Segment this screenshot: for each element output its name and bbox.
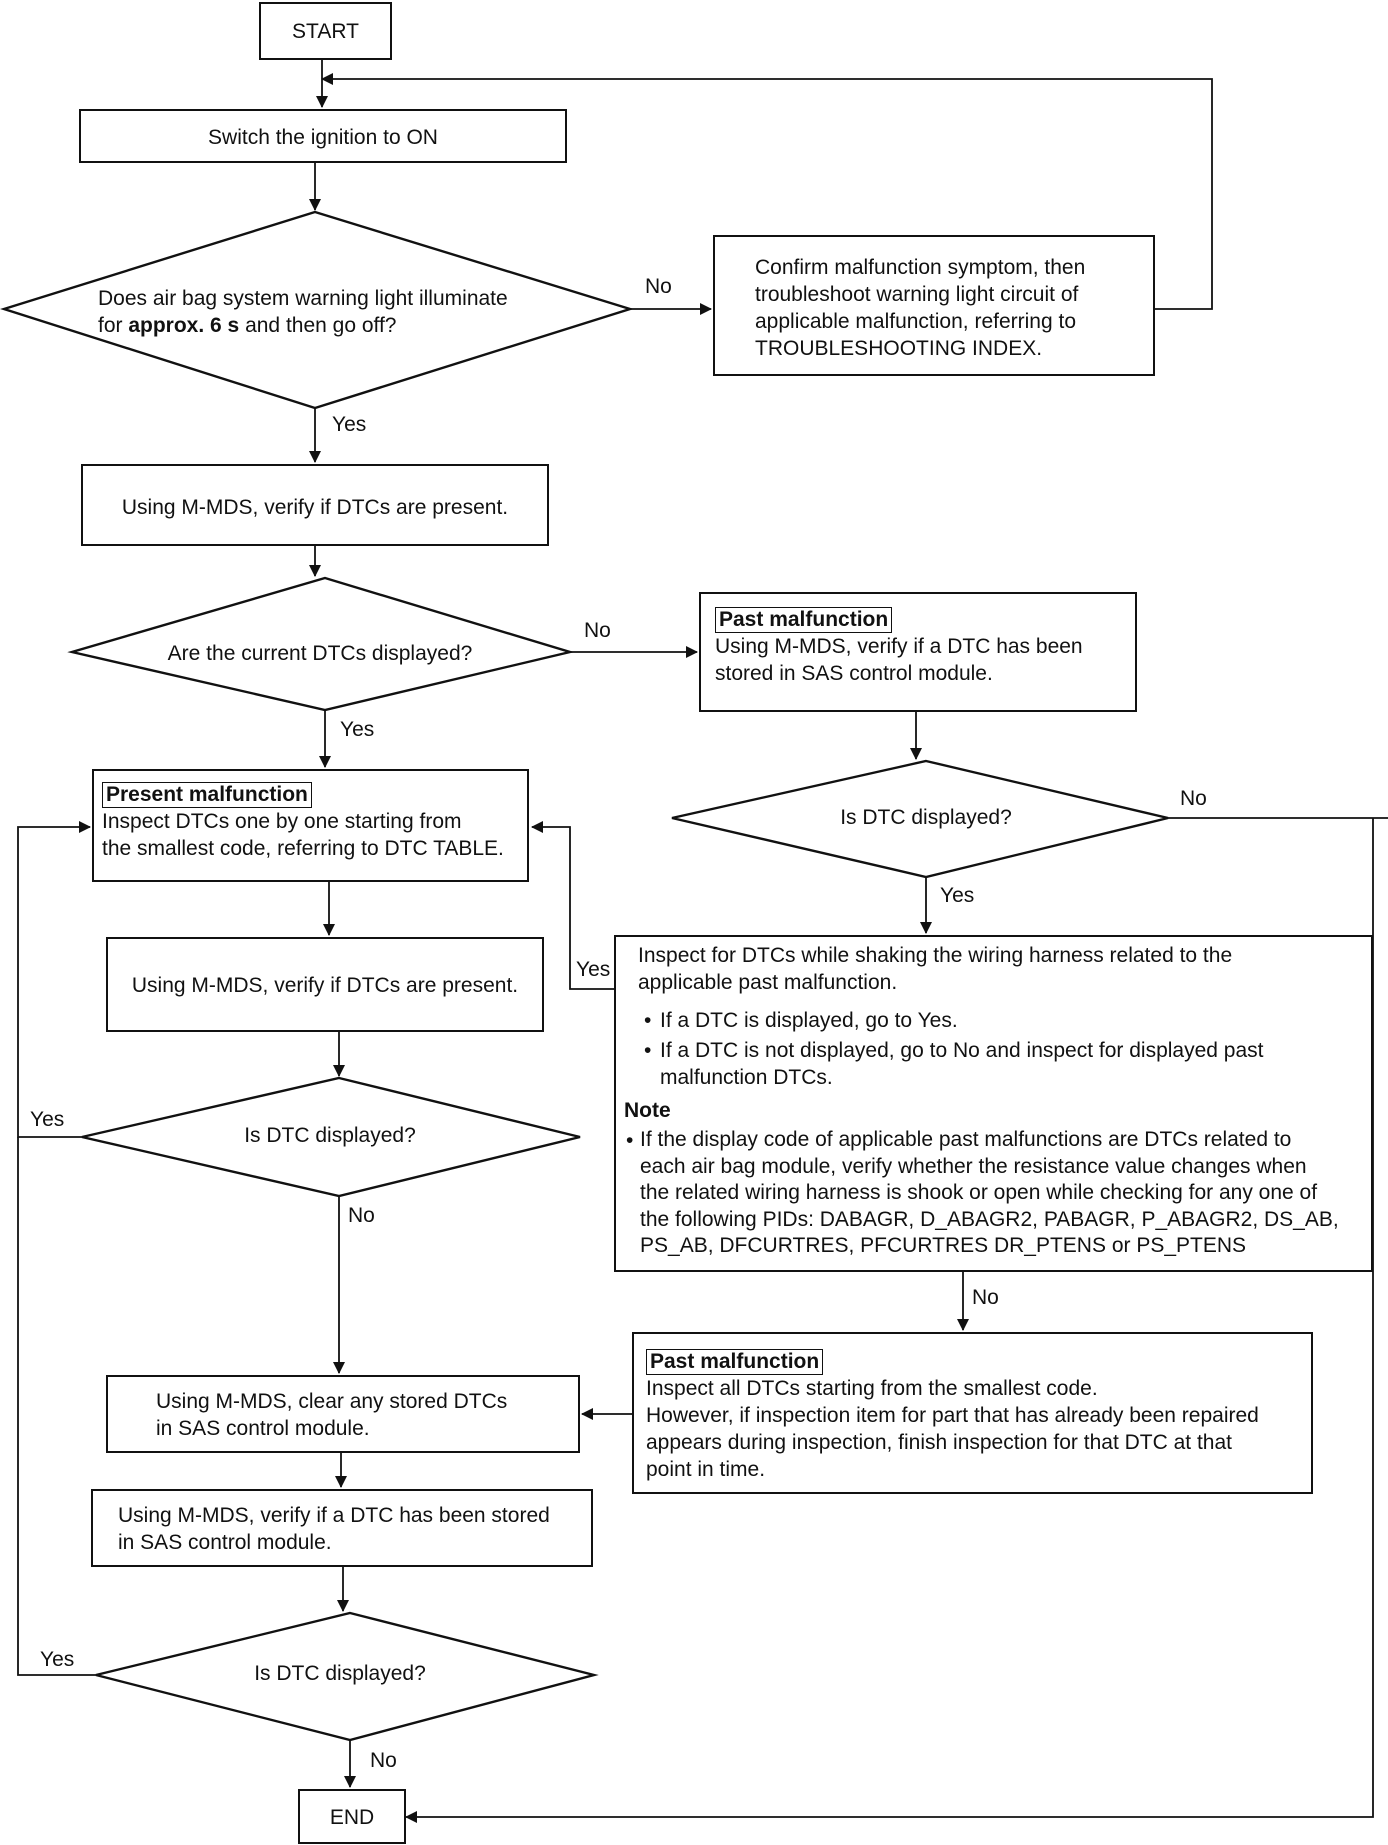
current-dtcs-question: Are the current DTCs displayed?	[167, 642, 473, 665]
clear-dtcs-step: Using M-MDS, clear any stored DTCs in SA…	[106, 1375, 580, 1453]
note-line: each air bag module, verify whether the …	[640, 1154, 1307, 1178]
note-line: the related wiring harness is shook or o…	[640, 1181, 1318, 1204]
note-line: PS_AB, DFCURTRES, PFCURTRES DR_PTENS or …	[640, 1234, 1247, 1257]
label-no-dtc-right: No	[1180, 787, 1207, 810]
ignition-text: Switch the ignition to ON	[208, 126, 438, 149]
label-yes-dtc-right: Yes	[940, 884, 975, 907]
present-malfunction-step: Present malfunction Inspect DTCs one by …	[92, 769, 529, 882]
label-no-warning-light: No	[645, 275, 672, 298]
label-no-shake: No	[972, 1286, 999, 1309]
verify-dtcs-present-step: Using M-MDS, verify if DTCs are present.	[81, 464, 549, 546]
confirm-line: applicable malfunction, referring to	[755, 310, 1077, 333]
note-title: Note	[624, 1099, 671, 1122]
approx-duration: approx. 6 s	[128, 314, 240, 337]
confirm-line: troubleshoot warning light circuit of	[755, 283, 1079, 306]
clear-line: in SAS control module.	[156, 1417, 370, 1440]
verify-dtcs-present-text-2: Using M-MDS, verify if DTCs are present.	[131, 974, 519, 997]
dtc-displayed-question-mid: Is DTC displayed?	[244, 1124, 416, 1147]
label-yes-shake: Yes	[576, 958, 611, 981]
verify-stored-line: Using M-MDS, verify if a DTC has been st…	[118, 1504, 550, 1527]
label-no-current-dtcs: No	[584, 619, 611, 642]
past-bottom-line: appears during inspection, finish inspec…	[646, 1431, 1232, 1454]
end-terminal: END	[298, 1789, 406, 1844]
confirm-line: Confirm malfunction symptom, then	[755, 256, 1086, 279]
shake-line: applicable past malfunction.	[638, 971, 898, 994]
warning-light-question-line1: Does air bag system warning light illumi…	[98, 287, 508, 310]
past-malfunction-tag-2: Past malfunction	[646, 1349, 824, 1375]
clear-line: Using M-MDS, clear any stored DTCs	[156, 1390, 508, 1413]
past-bottom-line: Inspect all DTCs starting from the small…	[646, 1377, 1098, 1400]
verify-dtcs-present-step-2: Using M-MDS, verify if DTCs are present.	[106, 937, 544, 1032]
verify-stored-line: in SAS control module.	[118, 1531, 332, 1554]
verify-dtc-stored-step: Using M-MDS, verify if a DTC has been st…	[91, 1489, 593, 1567]
dtc-displayed-question-right: Is DTC displayed?	[840, 806, 1012, 829]
label-yes-dtc-mid: Yes	[30, 1108, 65, 1131]
past-malfunction-inspect-step: Past malfunction Inspect all DTCs starti…	[632, 1332, 1313, 1494]
past-bottom-line: However, if inspection item for part tha…	[646, 1404, 1259, 1427]
present-malfunction-tag: Present malfunction	[102, 782, 312, 808]
present-line: the smallest code, referring to DTC TABL…	[102, 837, 504, 860]
past-malfunction-verify-step: Past malfunction Using M-MDS, verify if …	[699, 592, 1137, 712]
shake-bullet: If a DTC is displayed, go to Yes.	[660, 1009, 958, 1032]
confirm-symptom-step: Confirm malfunction symptom, then troubl…	[713, 235, 1155, 376]
warning-light-question-line2: for approx. 6 s and then go off?	[98, 314, 397, 337]
confirm-line: TROUBLESHOOTING INDEX.	[755, 337, 1043, 360]
shake-bullet: malfunction DTCs.	[660, 1066, 833, 1089]
label-yes-warning-light: Yes	[332, 413, 367, 436]
note-line: the following PIDs: DABAGR, D_ABAGR2, PA…	[640, 1207, 1339, 1231]
end-label: END	[329, 1806, 375, 1829]
past-malfunction-tag: Past malfunction	[715, 607, 893, 633]
label-no-dtc-mid: No	[348, 1204, 375, 1227]
ignition-step: Switch the ignition to ON	[79, 109, 567, 163]
start-terminal: START	[259, 2, 392, 60]
shake-bullet: If a DTC is not displayed, go to No and …	[660, 1039, 1264, 1062]
label-yes-dtc-bottom: Yes	[40, 1648, 75, 1671]
start-label: START	[292, 20, 359, 43]
note-line: If the display code of applicable past m…	[640, 1128, 1292, 1151]
past-top-line: stored in SAS control module.	[715, 662, 993, 685]
present-line: Inspect DTCs one by one starting from	[102, 810, 462, 833]
dtc-displayed-question-bottom: Is DTC displayed?	[254, 1662, 426, 1685]
past-top-line: Using M-MDS, verify if a DTC has been	[715, 635, 1083, 658]
warning-light-question: Does air bag system warning light illumi…	[98, 285, 508, 339]
label-no-dtc-bottom: No	[370, 1749, 397, 1772]
past-bottom-line: point in time.	[646, 1458, 766, 1481]
label-yes-current-dtcs: Yes	[340, 718, 375, 741]
shake-line: Inspect for DTCs while shaking the wirin…	[638, 944, 1233, 967]
verify-dtcs-present-text: Using M-MDS, verify if DTCs are present.	[121, 496, 509, 519]
shake-harness-inspection-step: Inspect for DTCs while shaking the wirin…	[614, 935, 1373, 1272]
